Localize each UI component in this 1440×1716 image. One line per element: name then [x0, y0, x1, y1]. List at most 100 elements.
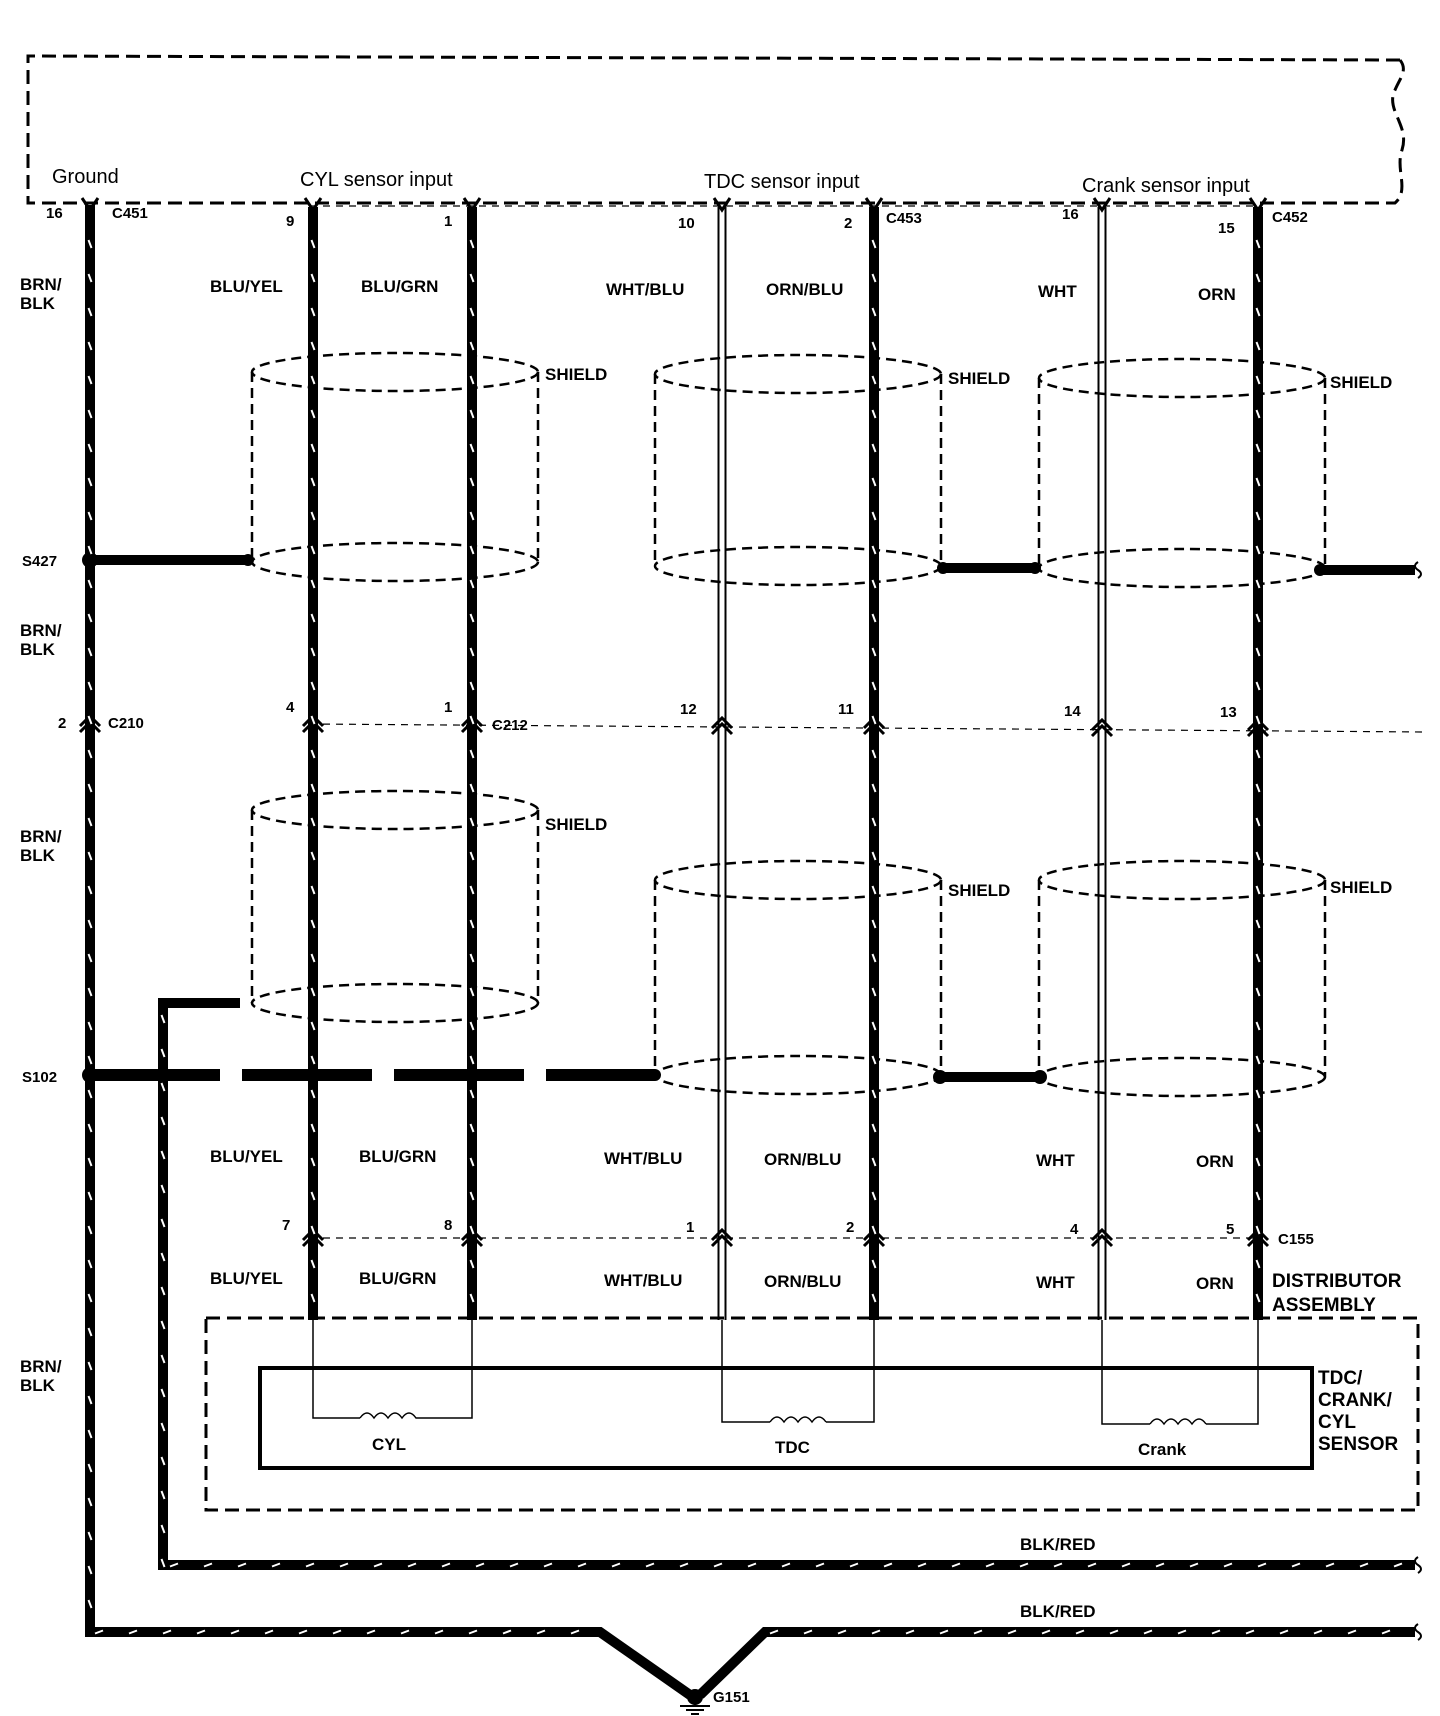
- brn-blk-label-2: BRN/ BLK: [20, 621, 62, 659]
- wire-label-wht-2: WHT: [1036, 1151, 1075, 1170]
- brn-blk-label-3: BRN/ BLK: [20, 827, 62, 865]
- pin-c155-2: 2: [846, 1219, 854, 1236]
- connector-c210: C210: [108, 715, 144, 732]
- wire-label-orn-1: ORN: [1198, 285, 1236, 304]
- wire-label-orn-blu-3: ORN/BLU: [764, 1272, 841, 1291]
- wire-label-wht-3: WHT: [1036, 1273, 1075, 1292]
- pin-c212-12: 12: [680, 701, 697, 718]
- s427-label: S427: [22, 553, 57, 570]
- pin-c155-7: 7: [282, 1217, 290, 1234]
- tdc-sensor-input-label: TDC sensor input: [704, 171, 860, 193]
- wire-label-blu-grn-2: BLU/GRN: [359, 1147, 436, 1166]
- pin-c155-8: 8: [444, 1217, 452, 1234]
- wire-label-orn-3: ORN: [1196, 1274, 1234, 1293]
- connector-c452: C452: [1272, 209, 1308, 226]
- shield-label-6: SHIELD: [1330, 878, 1392, 897]
- svg-text:BLK: BLK: [20, 294, 56, 313]
- coil-crank-icon: [1149, 1418, 1207, 1426]
- coil-label-cyl: CYL: [372, 1435, 406, 1454]
- pin-c212-4: 4: [286, 699, 295, 716]
- connector-c155: C155: [1278, 1231, 1314, 1248]
- shield-cyl-upper: [250, 351, 540, 583]
- wire-label-blu-yel-2: BLU/YEL: [210, 1147, 283, 1166]
- connector-c451: C451: [112, 205, 148, 222]
- crank-sensor-input-label: Crank sensor input: [1082, 175, 1250, 197]
- shield-tdc-lower: [653, 859, 943, 1096]
- wire-label-blu-yel-3: BLU/YEL: [210, 1269, 283, 1288]
- pin-tdc-2: 2: [844, 215, 852, 232]
- wire-ticks: [87, 239, 1403, 1635]
- pin-c155-5: 5: [1226, 1221, 1234, 1238]
- svg-text:BLK: BLK: [20, 640, 56, 659]
- wire-label-blu-grn-1: BLU/GRN: [361, 277, 438, 296]
- svg-text:BLK: BLK: [20, 1376, 56, 1395]
- brn-blk-label-1: BRN/ BLK: [20, 275, 62, 313]
- distributor-assembly-box: [204, 1316, 1420, 1512]
- sensor-title: TDC/ CRANK/ CYL SENSOR: [1318, 1368, 1399, 1455]
- ground-input-label: Ground: [52, 166, 119, 188]
- ground-g151-label: G151: [713, 1689, 750, 1706]
- svg-text:BRN/: BRN/: [20, 621, 62, 640]
- coil-tdc-icon: [769, 1416, 827, 1424]
- pin-cyl-1: 1: [444, 213, 452, 230]
- pin-c212-11: 11: [838, 701, 854, 718]
- pin-tdc-10: 10: [678, 215, 695, 232]
- svg-text:TDC/: TDC/: [1318, 1368, 1363, 1389]
- svg-text:CYL: CYL: [1318, 1412, 1356, 1433]
- pin-c155-4: 4: [1070, 1221, 1079, 1238]
- coil-leads: [312, 1320, 1259, 1425]
- svg-text:BRN/: BRN/: [20, 1357, 62, 1376]
- connector-span-c212: [309, 723, 1426, 733]
- shield-label-1: SHIELD: [545, 365, 607, 384]
- s102-splice: [82, 1067, 98, 1083]
- brn-blk-label-4: BRN/ BLK: [20, 1357, 62, 1395]
- wire-label-blk-red-1: BLK/RED: [1020, 1535, 1096, 1554]
- svg-text:BLK: BLK: [20, 846, 56, 865]
- pin-c212-14: 14: [1064, 703, 1081, 720]
- shield-crank-lower: [1037, 859, 1327, 1098]
- wire-label-wht-blu-3: WHT/BLU: [604, 1271, 682, 1290]
- ground-g151-icon: [680, 1689, 710, 1715]
- pin-c212-13: 13: [1220, 704, 1237, 721]
- shield-label-3: SHIELD: [1330, 373, 1392, 392]
- pin-cyl-9: 9: [286, 213, 294, 230]
- cyl-sensor-input-label: CYL sensor input: [300, 169, 453, 191]
- svg-text:BRN/: BRN/: [20, 275, 62, 294]
- wire-label-orn-blu-2: ORN/BLU: [764, 1150, 841, 1169]
- ground-wire-return: [696, 1627, 1415, 1699]
- pin-crank-15: 15: [1218, 220, 1235, 237]
- s427-splice: [82, 552, 98, 568]
- coil-cyl-icon: [359, 1412, 420, 1420]
- svg-text:BRN/: BRN/: [20, 827, 62, 846]
- distributor-label-2: ASSEMBLY: [1272, 1295, 1376, 1316]
- pin-c210-2: 2: [58, 715, 66, 732]
- connector-glyphs: [78, 197, 1270, 1248]
- wire-label-wht-blu-1: WHT/BLU: [606, 280, 684, 299]
- wire-label-orn-blu-1: ORN/BLU: [766, 280, 843, 299]
- wire-label-wht-blu-2: WHT/BLU: [604, 1149, 682, 1168]
- svg-text:SENSOR: SENSOR: [1318, 1434, 1399, 1455]
- wire-label-blk-red-2: BLK/RED: [1020, 1602, 1096, 1621]
- shield-tdc-upper: [653, 353, 943, 587]
- svg-text:CRANK/: CRANK/: [1318, 1390, 1393, 1411]
- s102-label: S102: [22, 1069, 57, 1086]
- shield-cyl-lower: [250, 789, 540, 1024]
- connector-c453: C453: [886, 210, 922, 227]
- wire-label-wht-1: WHT: [1038, 282, 1077, 301]
- coil-label-crank: Crank: [1138, 1440, 1187, 1459]
- ground-wire: [85, 205, 693, 1700]
- continuation-marks: [1414, 561, 1422, 1641]
- wire-label-blu-yel-1: BLU/YEL: [210, 277, 283, 296]
- pin-c155-1: 1: [686, 1219, 694, 1236]
- wire-label-orn-2: ORN: [1196, 1152, 1234, 1171]
- shield-label-5: SHIELD: [948, 881, 1010, 900]
- sensor-box: [258, 1366, 1314, 1470]
- coil-label-tdc: TDC: [775, 1438, 810, 1457]
- shield-label-4: SHIELD: [545, 815, 607, 834]
- pin-c212-1: 1: [444, 699, 452, 716]
- pin-crank-16: 16: [1062, 206, 1079, 223]
- wire-label-blu-grn-3: BLU/GRN: [359, 1269, 436, 1288]
- distributor-label-1: DISTRIBUTOR: [1272, 1271, 1402, 1292]
- pin-c451-16: 16: [46, 205, 63, 222]
